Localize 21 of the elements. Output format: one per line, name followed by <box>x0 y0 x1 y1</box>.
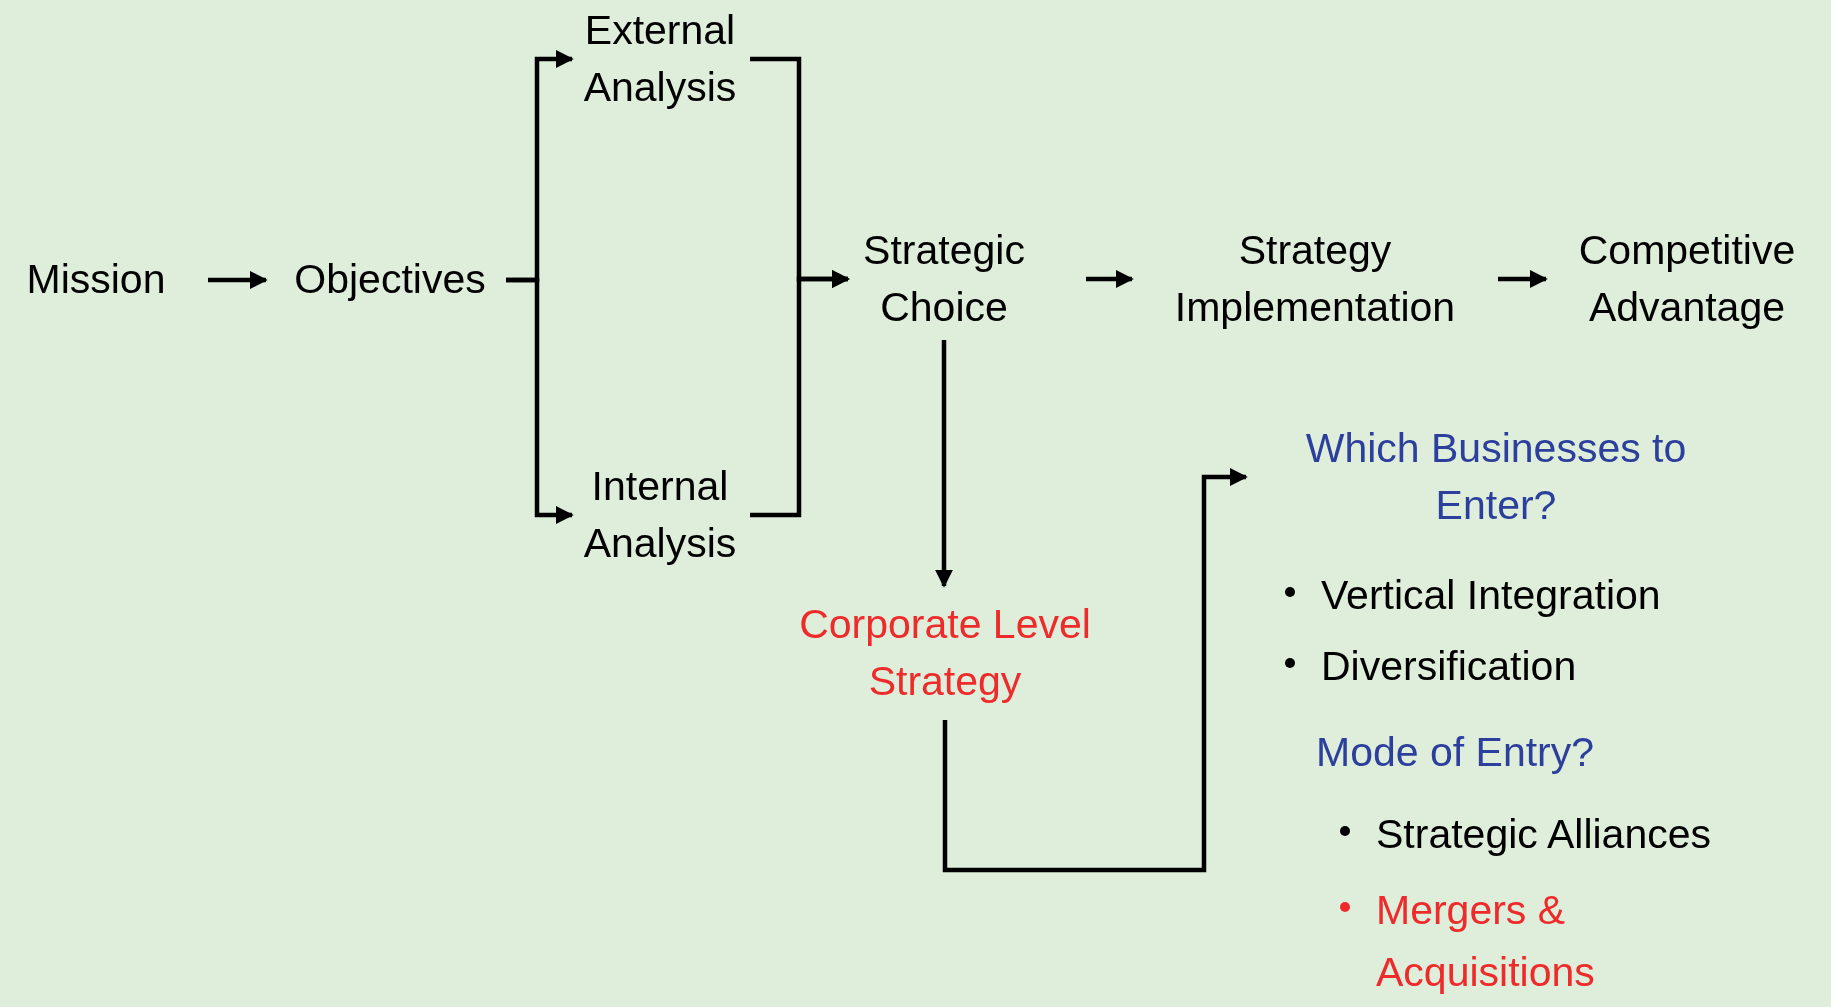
arrow <box>506 277 574 524</box>
arrow <box>1498 270 1548 288</box>
arrow <box>1086 270 1134 288</box>
node-label: Corporate Level Strategy <box>798 599 1092 706</box>
bullet-item: Strategic Alliances <box>1376 810 1712 859</box>
node-label: Mission <box>26 255 166 305</box>
node-label: External Analysis <box>582 5 738 112</box>
bullet-item: Mergers & Acquisitions <box>1376 886 1596 997</box>
node-label: Which Businesses to Enter? <box>1304 423 1688 530</box>
list-heading: Mode of Entry? <box>1316 728 1596 777</box>
bullet-item: Vertical Integration <box>1321 571 1662 620</box>
bullet-item: Diversification <box>1321 642 1578 691</box>
node-label: Strategic Choice <box>862 225 1026 332</box>
arrow <box>942 468 1248 873</box>
arrow <box>208 271 268 289</box>
arrow <box>935 340 953 588</box>
node-label: Objectives <box>294 255 486 305</box>
arrow <box>750 270 850 518</box>
node-label: Internal Analysis <box>582 461 738 568</box>
node-label: Competitive Advantage <box>1577 225 1797 332</box>
node-label: Strategy Implementation <box>1173 225 1457 332</box>
